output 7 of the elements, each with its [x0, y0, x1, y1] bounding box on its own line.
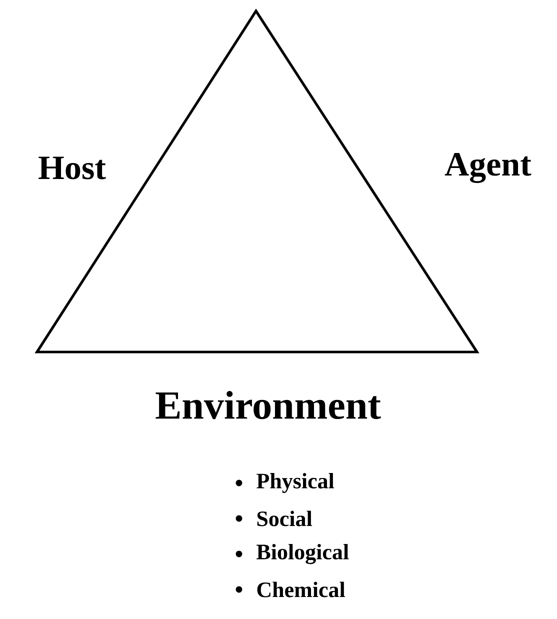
- factor-label: Agent: [444, 153, 532, 183]
- factor-label: Environment: [156, 390, 381, 420]
- list-item: Physical: [256, 473, 334, 494]
- factor-label: Host: [38, 156, 106, 180]
- list-item: Biological: [256, 544, 349, 564]
- list-item: Chemical: [257, 582, 346, 598]
- list-item: Social: [257, 510, 312, 526]
